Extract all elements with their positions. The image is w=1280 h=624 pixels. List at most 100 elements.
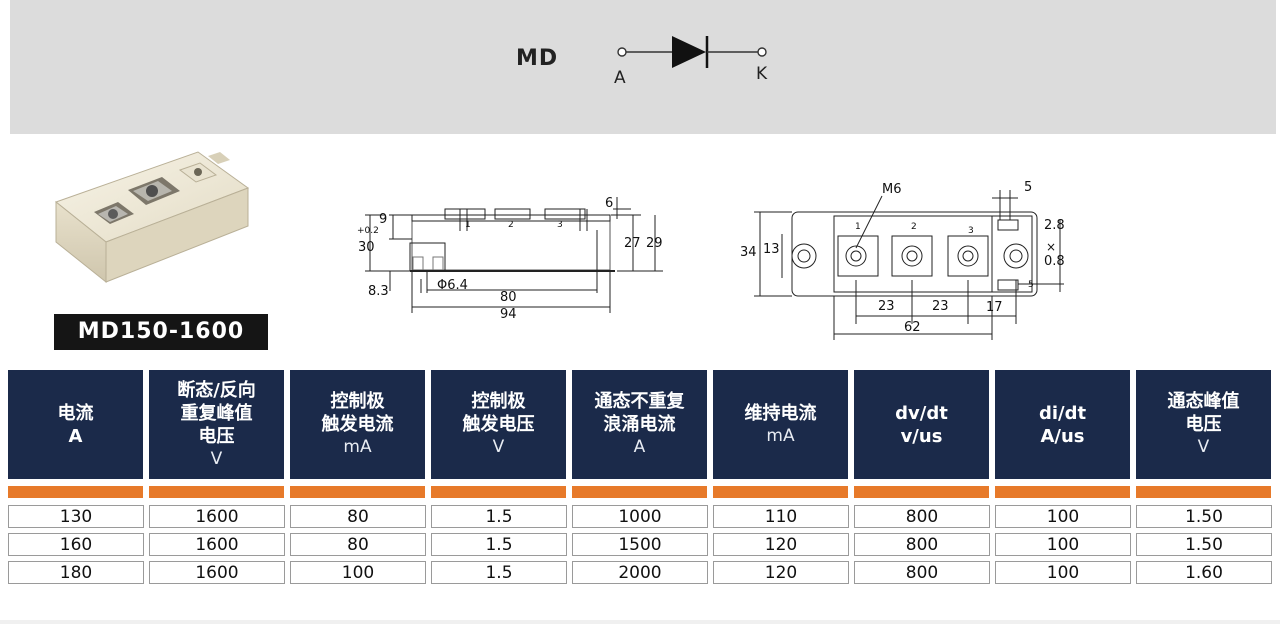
header-peak-on-state-voltage: 通态峰值 电压 V: [1136, 370, 1271, 479]
header-surge-current: 通态不重复 浪涌电流 A: [572, 370, 707, 479]
header-unit: V: [210, 448, 223, 469]
table-cell: 1600: [149, 533, 285, 556]
table-cell: 120: [713, 561, 849, 584]
header-current: 电流 A: [8, 370, 143, 479]
table-cell: 180: [8, 561, 144, 584]
table-cell: 160: [8, 533, 144, 556]
header-di-dt: di/dt A/us: [995, 370, 1130, 479]
model-code: MD: [516, 46, 559, 71]
header-stripe: [572, 486, 707, 498]
dim-29: 29: [646, 236, 663, 251]
dim-80: 80: [500, 290, 517, 305]
top-view-drawing: [754, 190, 1064, 340]
dim-13: 13: [763, 242, 780, 257]
symbol-banner: [10, 0, 1276, 134]
header-line: dv/dt: [895, 402, 948, 424]
dim-30-tolerance: +0.2: [357, 226, 379, 236]
table-cell: 110: [713, 505, 849, 528]
top-pin-2: 2: [911, 222, 917, 232]
side-pin-3: 3: [557, 220, 563, 230]
header-line: v/us: [900, 425, 943, 447]
diode-symbol-icon: [617, 36, 767, 68]
header-line: 电流: [57, 402, 94, 424]
header-stripe: [431, 486, 566, 498]
table-cell: 1.50: [1136, 533, 1272, 556]
table-cell: 1600: [149, 561, 285, 584]
table-cell: 120: [713, 533, 849, 556]
table-cell: 1600: [149, 505, 285, 528]
dim-30: 30: [358, 240, 375, 255]
header-unit: mA: [766, 425, 795, 446]
dim-hole-diameter: Φ6.4: [437, 278, 468, 293]
dim-27: 27: [624, 236, 641, 251]
dim-94: 94: [500, 307, 517, 322]
dim-62: 62: [904, 320, 921, 335]
table-cell: 1.5: [431, 505, 567, 528]
table-cell: 100: [995, 533, 1131, 556]
header-dv-dt: dv/dt v/us: [854, 370, 989, 479]
top-pin-3: 3: [968, 226, 974, 236]
table-cell: 1000: [572, 505, 708, 528]
header-stripe: [1136, 486, 1271, 498]
header-line: 维持电流: [744, 402, 817, 424]
dim-m6: M6: [882, 182, 902, 197]
table-cell: 100: [995, 561, 1131, 584]
table-cell: 100: [995, 505, 1131, 528]
table-cell: 800: [854, 561, 990, 584]
table-cell: 130: [8, 505, 144, 528]
header-line: 触发电压: [462, 414, 535, 435]
table-cell: 2000: [572, 561, 708, 584]
dim-8-3: 8.3: [368, 284, 389, 299]
side-pin-1: 1: [465, 220, 471, 230]
dim-5-bottom: 5: [1028, 280, 1034, 290]
header-gate-trigger-current: 控制极 触发电流 mA: [290, 370, 425, 479]
header-unit: V: [1197, 437, 1210, 457]
dim-17: 17: [986, 300, 1003, 315]
part-number-label: MD150-1600: [54, 314, 268, 350]
header-line: 电压: [1185, 414, 1222, 435]
table-cell: 80: [290, 505, 426, 528]
header-line: 触发电流: [321, 414, 394, 435]
table-cell: 1.5: [431, 533, 567, 556]
side-view-drawing: [365, 197, 663, 313]
header-unit: mA: [343, 437, 372, 457]
header-line: 浪涌电流: [603, 414, 676, 435]
dim-9: 9: [379, 212, 388, 227]
dim-times: ×: [1046, 240, 1057, 254]
header-gate-trigger-voltage: 控制极 触发电压 V: [431, 370, 566, 479]
table-cell: 80: [290, 533, 426, 556]
header-unit: V: [492, 437, 505, 457]
dim-34: 34: [740, 245, 757, 260]
bottom-divider: [0, 620, 1280, 624]
header-line: 控制极: [471, 391, 526, 412]
header-line: 通态峰值: [1167, 391, 1240, 412]
header-stripe: [995, 486, 1130, 498]
anode-label: A: [614, 68, 626, 88]
table-cell: 1.60: [1136, 561, 1272, 584]
dim-23-left: 23: [878, 299, 895, 314]
header-line: 控制极: [330, 391, 385, 412]
header-line: A: [68, 425, 83, 447]
header-repetitive-peak-voltage: 断态/反向 重复峰值 电压 V: [149, 370, 284, 479]
header-line: A/us: [1040, 425, 1085, 447]
table-cell: 1.5: [431, 561, 567, 584]
header-stripe: [713, 486, 848, 498]
table-cell: 800: [854, 533, 990, 556]
header-line: 断态/反向: [177, 379, 256, 401]
module-photo-icon: [54, 151, 250, 284]
dim-2-8: 2.8: [1044, 218, 1065, 233]
table-cell: 100: [290, 561, 426, 584]
header-stripe: [8, 486, 143, 498]
dim-23-right: 23: [932, 299, 949, 314]
header-stripe: [290, 486, 425, 498]
top-pin-1: 1: [855, 222, 861, 232]
table-cell: 1500: [572, 533, 708, 556]
header-line: 重复峰值: [180, 402, 253, 424]
cathode-label: K: [756, 64, 768, 84]
header-line: 通态不重复: [594, 391, 685, 412]
header-line: 电压: [198, 425, 235, 447]
header-unit: A: [633, 437, 646, 457]
side-pin-2: 2: [508, 220, 514, 230]
header-stripe: [149, 486, 284, 498]
table-cell: 1.50: [1136, 505, 1272, 528]
